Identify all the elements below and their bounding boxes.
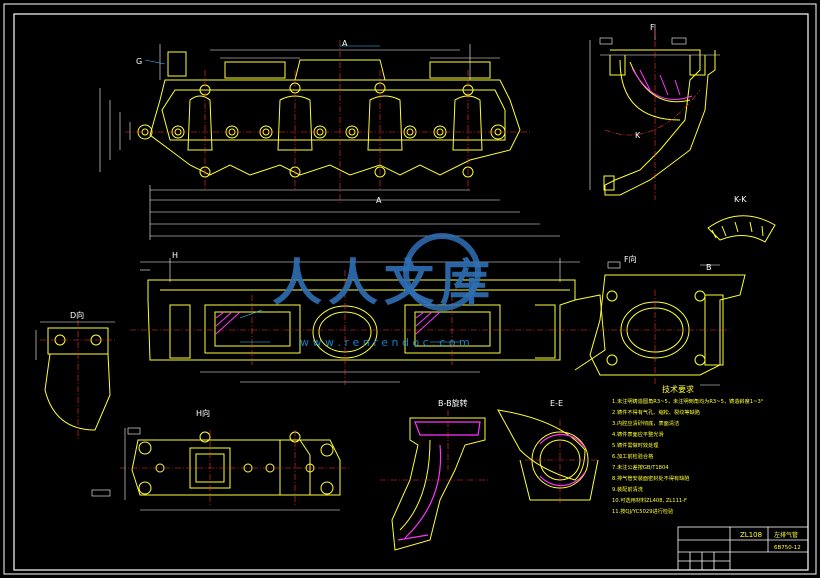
note-item: 11.按QJ/YC5029进行检验 <box>612 507 674 515</box>
watermark-url: w w w . r e n r e n d o c . c o m <box>300 336 470 349</box>
drawing-frame <box>3 3 817 575</box>
kk-section <box>707 215 776 243</box>
watermark-ring <box>403 233 481 311</box>
note-item: 2.铸件不得有气孔、缩松、裂纹等缺陷 <box>612 408 700 416</box>
label-f-top: F <box>650 23 655 32</box>
technical-notes: 技术要求 1.未注明铸造圆角R3~5，未注明倒角均为R3~5，铸造斜度1~3° … <box>612 384 764 515</box>
label-g: G <box>136 57 142 66</box>
label-bb: B-B旋转 <box>438 398 468 408</box>
ee-section <box>497 409 599 505</box>
label-h: H <box>172 251 178 260</box>
label-ee: E-E <box>550 399 563 408</box>
note-item: 7.未注公差按GB/T1804 <box>612 463 669 471</box>
watermark: 人人文库 w w w . r e n r e n d o c . c o m <box>272 233 496 349</box>
section-view-top-right <box>589 24 720 200</box>
top-dimensions <box>99 44 560 240</box>
top-leaders <box>144 45 380 65</box>
section-labels: A A G F K K-K H B F向 D向 H向 B-B旋转 E-E <box>70 23 747 418</box>
label-b: B <box>706 263 712 272</box>
front-dimensions <box>140 258 580 383</box>
note-item: 9.装配前清洗 <box>612 485 644 493</box>
front-leaders <box>239 309 460 343</box>
front-hatch <box>215 311 441 335</box>
watermark-text: 人人文库 <box>272 254 496 312</box>
manifold-body-top <box>149 51 521 176</box>
label-d-view: D向 <box>70 310 84 320</box>
top-plan-view <box>99 40 560 240</box>
note-item: 6.加工前检验合格 <box>612 452 654 460</box>
drawing-number: 6B750-12 <box>774 545 801 551</box>
d-view <box>35 320 115 440</box>
title-block <box>677 526 809 571</box>
label-kk: K-K <box>734 195 747 204</box>
top-centerlines <box>125 40 530 205</box>
note-item: 5.铸件需做时效处理 <box>612 441 659 449</box>
label-a-top: A <box>342 39 348 48</box>
note-item: 1.未注明铸造圆角R3~5，未注明倒角均为R3~5，铸造斜度1~3° <box>612 397 764 405</box>
note-item: 3.内腔应清砂彻底，表面清洁 <box>612 419 679 427</box>
h-view <box>91 427 350 511</box>
note-item: 8.排气管安装面密封处不得有缺陷 <box>612 474 690 482</box>
notes-heading: 技术要求 <box>662 384 694 394</box>
label-h-view: H向 <box>196 408 210 418</box>
f-view <box>574 261 746 386</box>
label-a-bottom: A <box>376 196 382 205</box>
note-item: 4.铸件表面应平整光滑 <box>612 430 664 438</box>
note-item: 10.可选用材料ZL408, ZL111-F <box>612 496 687 504</box>
bb-section <box>380 410 490 551</box>
label-f-view: F向 <box>624 254 637 264</box>
title-block-text: ZL108 左排气管 6B750-12 <box>740 531 801 551</box>
part-code: ZL108 <box>740 531 762 539</box>
part-name: 左排气管 <box>774 531 798 539</box>
label-k: K <box>635 131 641 140</box>
